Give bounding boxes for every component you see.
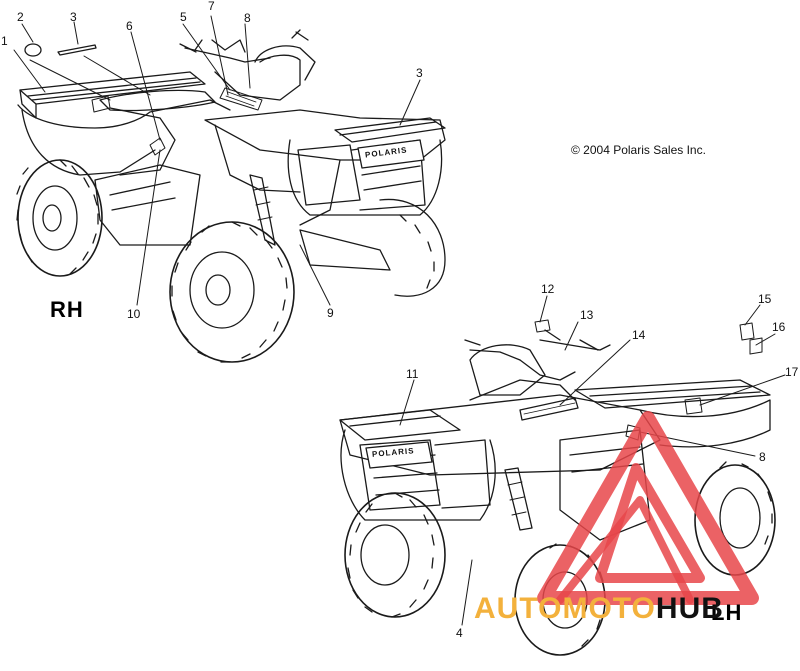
- watermark-wordmark: AUTOMOTOHUB: [474, 592, 724, 626]
- watermark-part-moto: MOTO: [562, 592, 656, 625]
- callout-3b: 3: [416, 66, 423, 80]
- watermark-triangle: [537, 411, 759, 605]
- rh-leader-lines: [13, 15, 421, 306]
- callout-1: 1: [1, 34, 8, 48]
- lh-leader-lines: [399, 295, 786, 626]
- watermark-part-hub: HUB: [655, 592, 724, 625]
- callout-2: 2: [17, 10, 24, 24]
- rh-atv-drawing: [16, 29, 446, 363]
- callout-16: 17: [785, 365, 799, 379]
- callout-11: 12: [541, 282, 555, 296]
- callout-6: 7: [208, 0, 215, 13]
- callout-14: 15: [758, 292, 772, 306]
- copyright-text: © 2004 Polaris Sales Inc.: [571, 143, 706, 157]
- rh-polaris-badge: [357, 139, 425, 169]
- watermark-part-auto: AUTO: [474, 592, 563, 625]
- lh-label: LH: [711, 600, 743, 625]
- callout-8: 9: [327, 306, 334, 320]
- callout-8b: 4: [456, 626, 463, 640]
- lh-atv-drawing: [339, 319, 776, 656]
- rh-label: RH: [50, 297, 84, 322]
- callout-10: 11: [406, 367, 419, 381]
- callout-13: 14: [632, 328, 646, 342]
- callout-15: 16: [772, 320, 786, 334]
- callout-5: 5: [180, 10, 187, 24]
- callout-9: 10: [127, 307, 141, 321]
- callout-7: 8: [244, 11, 251, 25]
- callout-17: 8: [759, 450, 766, 464]
- callout-3: 3: [70, 10, 77, 24]
- rh-loose-decals: [24, 43, 97, 57]
- callout-4: 6: [126, 19, 133, 33]
- callout-12: 13: [580, 308, 594, 322]
